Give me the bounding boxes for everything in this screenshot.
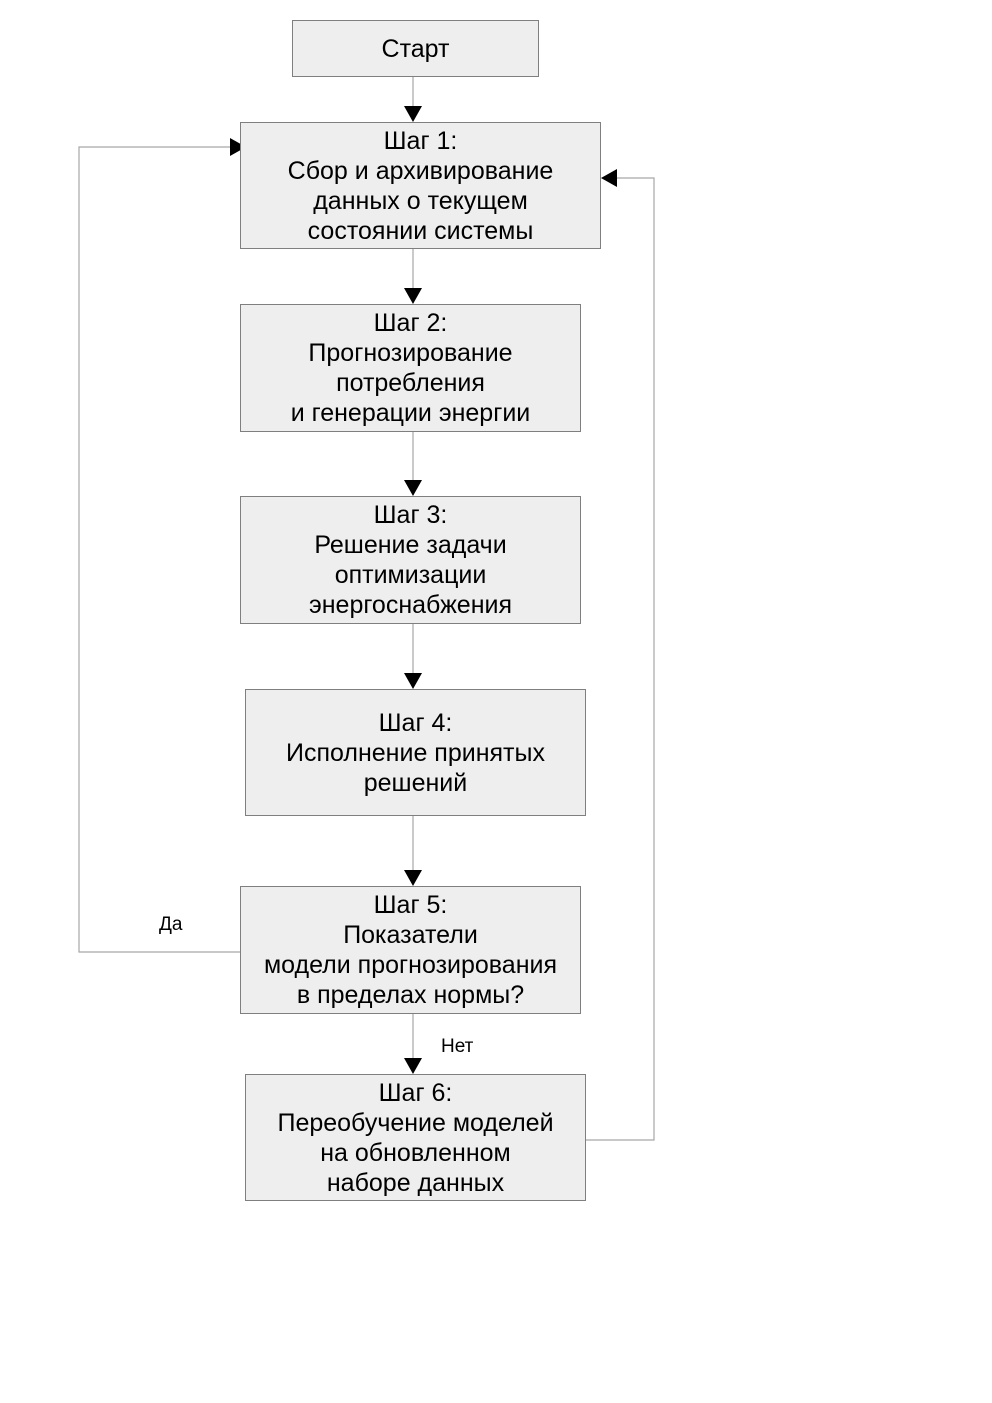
step6-title: Шаг 6: [378, 1078, 453, 1107]
step1-line-1: Сбор и архивирование [287, 156, 554, 185]
arrow-step5-yes-loop [78, 138, 246, 953]
step1-line-2: данных о текущем [313, 186, 528, 215]
step6-line-1: Переобучение моделей [277, 1108, 554, 1137]
step2-line-3: и генерации энергии [290, 399, 531, 427]
step1-node: Шаг 1: Сбор и архивирование данных о тек… [240, 122, 601, 249]
step2-title: Шаг 2: [373, 309, 448, 337]
step5-title: Шаг 5: [373, 891, 448, 919]
step3-line-2: оптимизации [334, 561, 487, 589]
step6-node: Шаг 6: Переобучение моделей на обновленн… [245, 1074, 586, 1201]
step5-line-3: в пределах нормы? [296, 981, 525, 1009]
start-node-label: Старт [381, 34, 450, 63]
step6-line-2: на обновленном [320, 1138, 511, 1167]
step4-line-2: решений [363, 768, 468, 797]
step5-line-1: Показатели [343, 921, 478, 949]
step3-line-1: Решение задачи [314, 531, 507, 559]
step5-node: Шаг 5: Показатели модели прогнозирования… [240, 886, 581, 1014]
step2-line-2: потребления [336, 369, 485, 397]
step3-node: Шаг 3: Решение задачи оптимизации энерго… [240, 496, 581, 624]
step4-node: Шаг 4: Исполнение принятых решений [245, 689, 586, 816]
step3-line-3: энергоснабжения [308, 591, 513, 619]
yes-label: Да [159, 914, 183, 935]
step4-line-1: Исполнение принятых [286, 738, 545, 767]
step2-node: Шаг 2: Прогнозирование потребления и ген… [240, 304, 581, 432]
step6-line-3: наборе данных [326, 1168, 505, 1197]
start-node: Старт [292, 20, 539, 77]
step3-title: Шаг 3: [373, 501, 448, 529]
step4-title: Шаг 4: [378, 708, 453, 737]
step2-line-1: Прогнозирование [308, 339, 513, 367]
step1-line-3: состоянии системы [307, 216, 534, 245]
step1-title: Шаг 1: [383, 126, 458, 155]
step5-line-2: модели прогнозирования [263, 951, 558, 979]
no-label: Нет [441, 1036, 474, 1057]
arrow-step6-loop-to-step1 [586, 169, 655, 1141]
